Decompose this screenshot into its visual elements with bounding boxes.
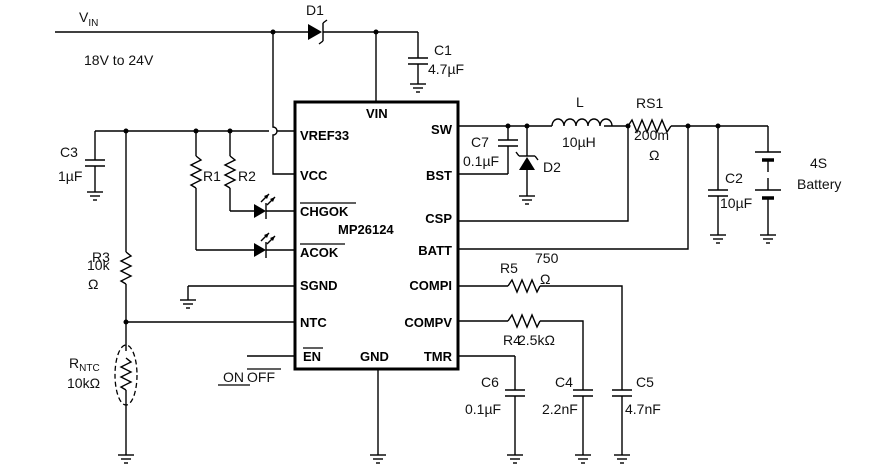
rs1-value-1: 200m [634, 127, 669, 143]
resistor-r5 [458, 278, 623, 390]
ic-body [293, 100, 460, 371]
pin-batt: BATT [418, 243, 452, 258]
rntc-label: RNTC [69, 355, 100, 374]
resistor-r2 [223, 131, 237, 211]
capacitor-c1 [408, 32, 428, 93]
c2-label: C2 [725, 170, 743, 186]
c5-label: C5 [636, 374, 654, 390]
gnd-ground [370, 369, 386, 464]
battery-4s [755, 126, 781, 244]
rs1-value-2: Ω [649, 147, 659, 163]
switch-off: OFF [247, 369, 275, 385]
d1-label: D1 [306, 2, 324, 18]
led-chgok [230, 193, 295, 219]
pin-sw: SW [431, 122, 453, 137]
pin-acok: ACOK [300, 245, 339, 260]
vin-label: VIN [79, 9, 98, 29]
r3-value-2: Ω [88, 276, 98, 292]
rs1-label: RS1 [636, 95, 663, 111]
battery-line1: 4S [810, 155, 827, 171]
resistor-r3 [119, 131, 133, 351]
sgnd-ground [180, 285, 295, 309]
capacitor-c4 [573, 389, 593, 464]
l-value: 10µH [562, 134, 596, 150]
pin-tmr: TMR [424, 349, 453, 364]
r5-label: R5 [500, 260, 518, 276]
capacitor-c3 [85, 131, 105, 201]
pin-compi: COMPI [409, 278, 452, 293]
r2-label: R2 [238, 168, 256, 184]
r1-label: R1 [203, 168, 221, 184]
r4-value: 2.5kΩ [518, 332, 555, 348]
pin-vin: VIN [366, 106, 388, 121]
switch-on: ON [223, 369, 244, 385]
l-label: L [576, 94, 584, 110]
ic-name: MP26124 [338, 222, 394, 237]
battery-line2: Battery [797, 176, 841, 192]
d2-label: D2 [543, 159, 561, 175]
c1-label: C1 [434, 42, 452, 58]
capacitor-c6 [458, 355, 525, 464]
capacitor-c7 [458, 126, 518, 175]
r3-label: R3 [92, 249, 110, 265]
resistor-rntc [114, 344, 138, 464]
r5-value-2: Ω [540, 271, 550, 287]
capacitor-c5 [612, 389, 632, 464]
pin-vcc: VCC [300, 168, 328, 183]
c7-value: 0.1µF [463, 153, 499, 169]
c3-value: 1µF [58, 168, 82, 184]
pin-chgok: CHGOK [300, 204, 349, 219]
pin-csp: CSP [425, 211, 452, 226]
r4-label: R4 [503, 332, 521, 348]
c4-label: C4 [555, 374, 573, 390]
c4-value: 2.2nF [542, 401, 578, 417]
pin-gnd: GND [360, 349, 389, 364]
resistor-r4 [458, 313, 584, 390]
rntc-value: 10kΩ [67, 375, 100, 391]
led-acok [196, 232, 295, 258]
resistor-r1 [189, 131, 203, 250]
c6-label: C6 [481, 374, 499, 390]
c2-value: 10µF [720, 195, 752, 211]
pin-bst: BST [426, 168, 452, 183]
diode-d2 [515, 126, 539, 205]
c6-value: 0.1µF [465, 401, 501, 417]
vin-range: 18V to 24V [84, 52, 154, 68]
inductor-l [551, 118, 628, 127]
r3-value-1: 10k [87, 257, 111, 273]
pin-compv: COMPV [404, 315, 452, 330]
c5-value: 4.7nF [625, 401, 661, 417]
c3-label: C3 [60, 144, 78, 160]
c7-label: C7 [471, 134, 489, 150]
pin-en: EN [303, 349, 321, 364]
pin-sgnd: SGND [300, 278, 338, 293]
pin-ntc: NTC [300, 315, 327, 330]
c1-value: 4.7µF [428, 61, 464, 77]
capacitor-c2 [708, 126, 728, 244]
r5-value-1: 750 [535, 250, 559, 266]
pin-vref33: VREF33 [300, 128, 349, 143]
